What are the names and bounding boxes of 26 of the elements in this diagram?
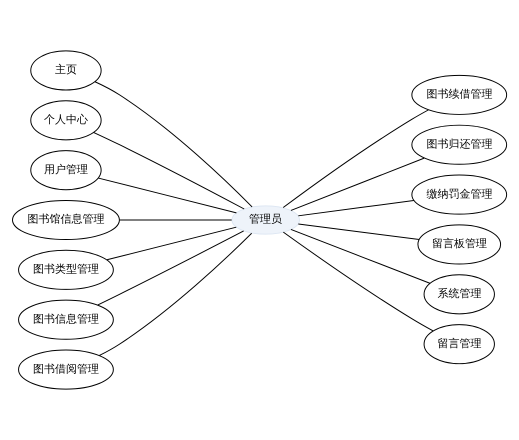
node-ellipse: 图书类型管理 (18, 250, 114, 290)
node-ellipse: 图书馆信息管理 (12, 200, 120, 240)
connector (98, 178, 237, 214)
connector (290, 158, 425, 211)
connector (298, 200, 414, 216)
node-ellipse: 管理员 (231, 205, 300, 235)
node-ellipse: 图书续借管理 (411, 74, 508, 115)
connector (97, 230, 244, 306)
node-ellipse: 留言板管理 (417, 224, 502, 264)
node-ellipse: 缴纳罚金管理 (411, 174, 508, 215)
connector (94, 81, 253, 208)
node-ellipse: 图书借阅管理 (18, 350, 114, 390)
node-ellipse: 系统管理 (424, 274, 495, 314)
node-ellipse: 个人中心 (30, 100, 102, 140)
connector (282, 109, 429, 208)
node-ellipse: 主页 (30, 50, 102, 90)
connector (282, 232, 434, 332)
connector (290, 228, 430, 284)
connector (298, 224, 420, 240)
node-ellipse: 用户管理 (30, 150, 102, 190)
connector (98, 232, 252, 356)
connector (93, 132, 245, 210)
node-ellipse: 图书信息管理 (18, 300, 114, 340)
node-ellipse: 留言管理 (424, 324, 495, 364)
node-ellipse: 图书归还管理 (411, 124, 508, 165)
connector (106, 226, 237, 260)
